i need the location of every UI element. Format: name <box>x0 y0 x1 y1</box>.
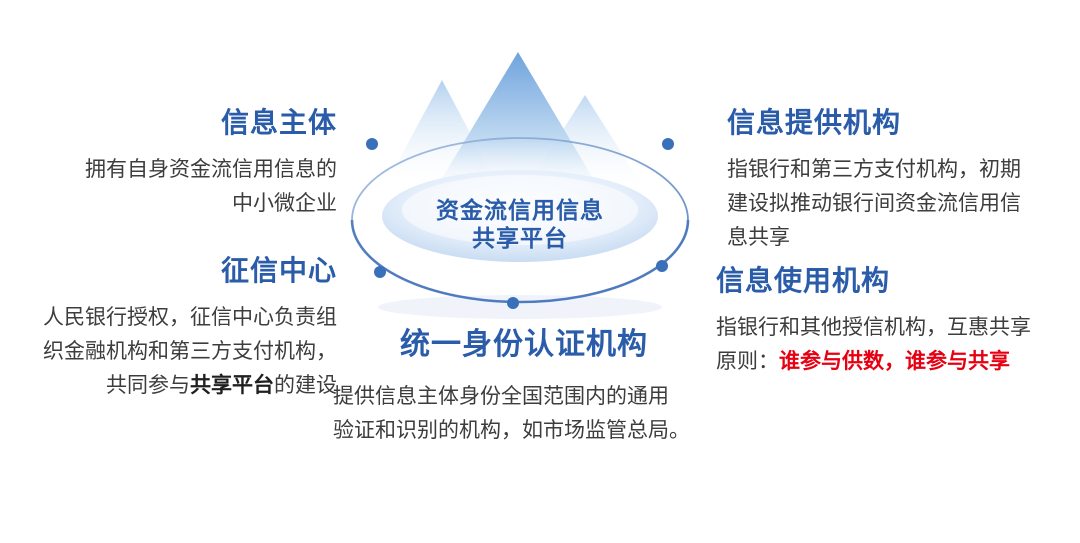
body-line: 息共享 <box>727 226 790 249</box>
body-line: 验证和识别的机构，如市场监管总局。 <box>333 419 690 442</box>
section-body-credit-center: 人民银行授权，征信中心负责组 织金融机构和第三方支付机构， 共同参与共享平台的建… <box>28 301 337 403</box>
section-credit-center: 征信中心 人民银行授权，征信中心负责组 织金融机构和第三方支付机构， 共同参与共… <box>28 254 337 403</box>
body-text: 原则： <box>716 350 779 373</box>
section-body-info-user: 指银行和其他授信机构，互惠共享 原则：谁参与供数，谁参与共享 <box>716 311 1056 379</box>
platform-title: 资金流信用信息 共享平台 <box>420 196 620 252</box>
connector-dot-bottom-left <box>374 266 386 278</box>
body-line: 建设拟推动银行间资金流信用信 <box>727 192 1021 215</box>
section-title-info-user: 信息使用机构 <box>716 265 891 296</box>
body-line: 拥有自身资金流信用信息的 <box>85 158 337 181</box>
body-text-red: 谁参与供数，谁参与共享 <box>779 350 1010 373</box>
orbit-ring-front-arc <box>350 219 690 304</box>
section-title-credit-center: 征信中心 <box>220 255 337 286</box>
body-text-bold: 共享平台 <box>190 374 274 397</box>
body-text: 的建设 <box>274 374 337 397</box>
platform-title-line1: 资金流信用信息 <box>436 197 604 223</box>
section-title-info-provider: 信息提供机构 <box>727 107 902 138</box>
body-line: 提供信息主体身份全国范围内的通用 <box>333 385 669 408</box>
platform-disc-highlight <box>402 175 638 245</box>
section-title-identity-auth: 统一身份认证机构 <box>400 328 648 361</box>
section-body-info-provider: 指银行和第三方支付机构，初期 建设拟推动银行间资金流信用信 息共享 <box>727 153 1047 255</box>
body-line: 指银行和第三方支付机构，初期 <box>727 158 1021 181</box>
body-text: 共同参与 <box>106 374 190 397</box>
connector-dot-top-left <box>366 138 378 150</box>
body-line: 指银行和其他授信机构，互惠共享 <box>716 316 1031 339</box>
section-title-info-subject: 信息主体 <box>220 107 337 138</box>
section-identity-auth: 统一身份认证机构 提供信息主体身份全国范围内的通用 验证和识别的机构，如市场监管… <box>333 328 715 448</box>
platform-title-line2: 共享平台 <box>472 225 568 251</box>
body-line: 原则：谁参与供数，谁参与共享 <box>716 345 1056 379</box>
connector-dot-bottom-center <box>507 297 519 309</box>
section-info-subject: 信息主体 拥有自身资金流信用信息的 中小微企业 <box>30 106 337 221</box>
mountain-center-icon <box>435 52 600 190</box>
section-info-user: 信息使用机构 指银行和其他授信机构，互惠共享 原则：谁参与供数，谁参与共享 <box>716 264 1056 379</box>
section-body-identity-auth: 提供信息主体身份全国范围内的通用 验证和识别的机构，如市场监管总局。 <box>333 380 715 448</box>
body-line: 织金融机构和第三方支付机构， <box>43 340 337 363</box>
body-line: 共同参与共享平台的建设 <box>28 369 337 403</box>
connector-dot-bottom-right <box>656 260 668 272</box>
body-line: 中小微企业 <box>232 192 337 215</box>
section-body-info-subject: 拥有自身资金流信用信息的 中小微企业 <box>30 153 337 221</box>
section-info-provider: 信息提供机构 指银行和第三方支付机构，初期 建设拟推动银行间资金流信用信 息共享 <box>727 106 1047 255</box>
platform-graphic <box>350 52 690 319</box>
body-line: 人民银行授权，征信中心负责组 <box>43 306 337 329</box>
connector-dot-top-right <box>662 138 674 150</box>
ground-shadow <box>378 295 662 319</box>
